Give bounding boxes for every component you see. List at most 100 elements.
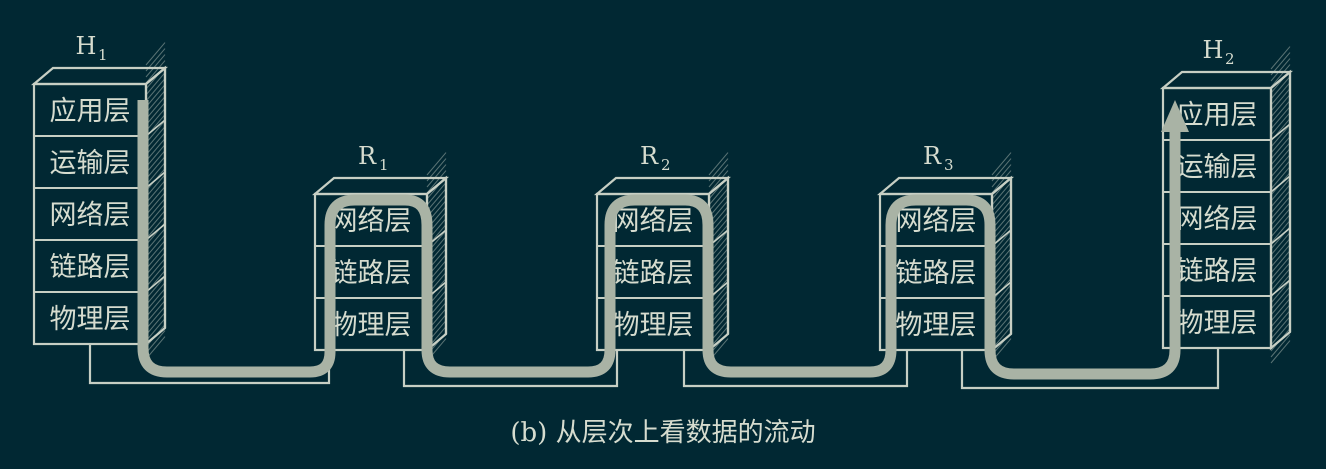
h1-side-hatch bbox=[145, 234, 166, 258]
h2-layer-label: 物理层 bbox=[1177, 308, 1258, 339]
h1-side-hatch bbox=[145, 294, 166, 318]
h1-side-hatch bbox=[145, 132, 166, 156]
h2-side-hatch bbox=[1270, 232, 1291, 256]
h2-side-hatch bbox=[1270, 250, 1291, 274]
r3-side-hatch bbox=[991, 176, 1012, 200]
h1-side-hatch bbox=[145, 306, 166, 330]
r2-layer-label: 物理层 bbox=[613, 310, 694, 341]
h1-side-hatch bbox=[145, 264, 166, 288]
h1-side-hatch bbox=[145, 126, 166, 150]
r1-side-hatch bbox=[426, 182, 447, 206]
h1-top-face bbox=[30, 66, 169, 86]
r2-side-hatch bbox=[708, 176, 729, 200]
h2-side-hatch bbox=[1270, 238, 1291, 262]
r2-side-hatch bbox=[708, 164, 729, 188]
h1-side-hatch bbox=[145, 228, 166, 252]
r2-side-hatch bbox=[708, 194, 729, 218]
r2-layer-label: 网络层 bbox=[613, 206, 694, 237]
h2-side-hatch bbox=[1270, 130, 1291, 154]
r1-side-hatch bbox=[426, 158, 447, 182]
h1-side-hatch bbox=[145, 288, 166, 312]
h1-side-hatch bbox=[145, 186, 166, 210]
physical-link-4 bbox=[960, 348, 1220, 390]
arrow-up-icon bbox=[1161, 100, 1189, 132]
h1-side-hatch bbox=[145, 276, 166, 300]
h2-side-hatch bbox=[1270, 208, 1291, 232]
r1-label: R bbox=[358, 142, 377, 170]
h1-side-hatch bbox=[145, 138, 166, 162]
h1-side-hatch bbox=[145, 324, 166, 348]
h2-side-hatch bbox=[1270, 214, 1291, 238]
h1-layer-label: 运输层 bbox=[50, 148, 131, 179]
h1-side-hatch bbox=[145, 330, 166, 354]
r1-side-hatch bbox=[426, 152, 447, 176]
h2-side-hatch bbox=[1270, 268, 1291, 292]
h1-side-divider bbox=[145, 275, 166, 293]
h2-side-hatch bbox=[1270, 262, 1291, 286]
h2-side-hatch bbox=[1270, 148, 1291, 172]
r3-label: R bbox=[923, 142, 942, 170]
h2-side-hatch bbox=[1270, 94, 1291, 118]
h2-side-hatch bbox=[1270, 154, 1291, 178]
r3-side-hatch bbox=[991, 158, 1012, 182]
h1-label-subscript: 1 bbox=[98, 46, 108, 64]
r3-layer-label: 网络层 bbox=[896, 206, 977, 237]
h1-side-hatch bbox=[145, 210, 166, 234]
h1-side-hatch bbox=[145, 174, 166, 198]
h1-side-divider bbox=[145, 223, 166, 241]
h1-layer-label: 物理层 bbox=[50, 304, 131, 335]
data-flow-path bbox=[137, 100, 1181, 380]
h2-side-hatch bbox=[1270, 106, 1291, 130]
h2-side-hatch bbox=[1270, 196, 1291, 220]
h2-side-hatch bbox=[1270, 310, 1291, 334]
r3-side-hatch bbox=[991, 194, 1012, 218]
h1-side-hatch bbox=[145, 90, 166, 114]
h1-side-hatch bbox=[145, 96, 166, 120]
r1-top-face bbox=[311, 176, 450, 196]
physical-link-3 bbox=[682, 350, 909, 388]
h1-side-hatch bbox=[145, 102, 166, 126]
h1-label: H bbox=[76, 32, 97, 60]
h2-label: H bbox=[1203, 36, 1224, 64]
h2-side-hatch bbox=[1270, 256, 1291, 280]
r3-side-hatch bbox=[991, 152, 1012, 176]
h1-side-hatch bbox=[145, 48, 166, 72]
h2-side-hatch bbox=[1270, 298, 1291, 322]
r2-side-hatch bbox=[708, 182, 729, 206]
h2-side-hatch bbox=[1270, 52, 1291, 76]
h1-side-hatch bbox=[145, 84, 166, 108]
h2-side-divider bbox=[1270, 175, 1291, 193]
h2-side-hatch bbox=[1270, 328, 1291, 352]
h2-side-hatch bbox=[1270, 184, 1291, 208]
h1-side-hatch bbox=[145, 156, 166, 180]
h2-side-divider bbox=[1270, 123, 1291, 141]
h2-side-hatch bbox=[1270, 220, 1291, 244]
h2-side-hatch bbox=[1270, 112, 1291, 136]
r3-side-hatch bbox=[991, 164, 1012, 188]
h2-layer-label: 应用层 bbox=[1177, 100, 1258, 131]
r2-label: R bbox=[640, 142, 659, 170]
h2-side-hatch bbox=[1270, 286, 1291, 310]
h1-side-hatch bbox=[145, 72, 166, 96]
r3-layer-label: 链路层 bbox=[896, 258, 977, 289]
h1-side-hatch bbox=[145, 258, 166, 282]
h2-side-hatch bbox=[1270, 304, 1291, 328]
h1-side-hatch bbox=[145, 60, 166, 84]
h2-side-hatch bbox=[1270, 46, 1291, 70]
h2-layer-label: 网络层 bbox=[1177, 204, 1258, 235]
h2-side-hatch bbox=[1270, 334, 1291, 358]
h1-side-hatch bbox=[145, 198, 166, 222]
r1-side-hatch bbox=[426, 176, 447, 200]
r1-layer-label: 物理层 bbox=[331, 310, 412, 341]
r2-top-face bbox=[593, 176, 732, 196]
r3-side-hatch bbox=[991, 182, 1012, 206]
h2-side-divider bbox=[1270, 279, 1291, 297]
h1-side-hatch bbox=[145, 192, 166, 216]
r2-side-hatch bbox=[708, 152, 729, 176]
h1-side-hatch bbox=[145, 282, 166, 306]
h1-side-divider bbox=[145, 119, 166, 137]
r1-label-subscript: 1 bbox=[379, 156, 389, 174]
h1-side-hatch bbox=[145, 54, 166, 78]
